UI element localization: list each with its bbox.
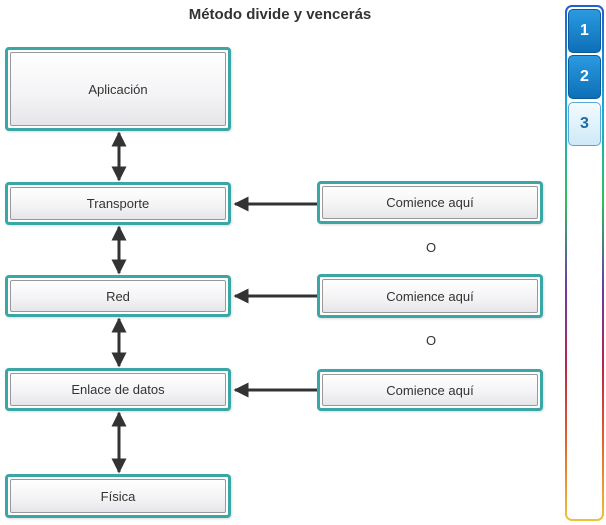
layer-datalink-label: Enlace de datos	[10, 373, 226, 406]
start-here-network-button[interactable]: Comience aquí	[317, 274, 543, 318]
or-label-1: O	[425, 240, 437, 255]
layer-network-label: Red	[10, 280, 226, 312]
layer-physical-label: Física	[10, 479, 226, 513]
step-1-button[interactable]: 1	[568, 9, 601, 53]
diagram-title: Método divide y vencerás	[188, 6, 372, 23]
layer-physical: Física	[5, 474, 231, 518]
start-here-datalink-button[interactable]: Comience aquí	[317, 369, 543, 411]
start-here-network-label: Comience aquí	[322, 279, 538, 313]
start-here-transport-button[interactable]: Comience aquí	[317, 181, 543, 224]
layer-transport-label: Transporte	[10, 187, 226, 220]
layer-transport: Transporte	[5, 182, 231, 225]
layer-application-label: Aplicación	[10, 52, 226, 126]
step-3-button[interactable]: 3	[568, 102, 601, 146]
layer-application: Aplicación	[5, 47, 231, 131]
layer-datalink: Enlace de datos	[5, 368, 231, 411]
start-here-datalink-label: Comience aquí	[322, 374, 538, 406]
or-label-2: O	[425, 333, 437, 348]
start-here-transport-label: Comience aquí	[322, 186, 538, 219]
step-2-button[interactable]: 2	[568, 55, 601, 99]
layer-network: Red	[5, 275, 231, 317]
